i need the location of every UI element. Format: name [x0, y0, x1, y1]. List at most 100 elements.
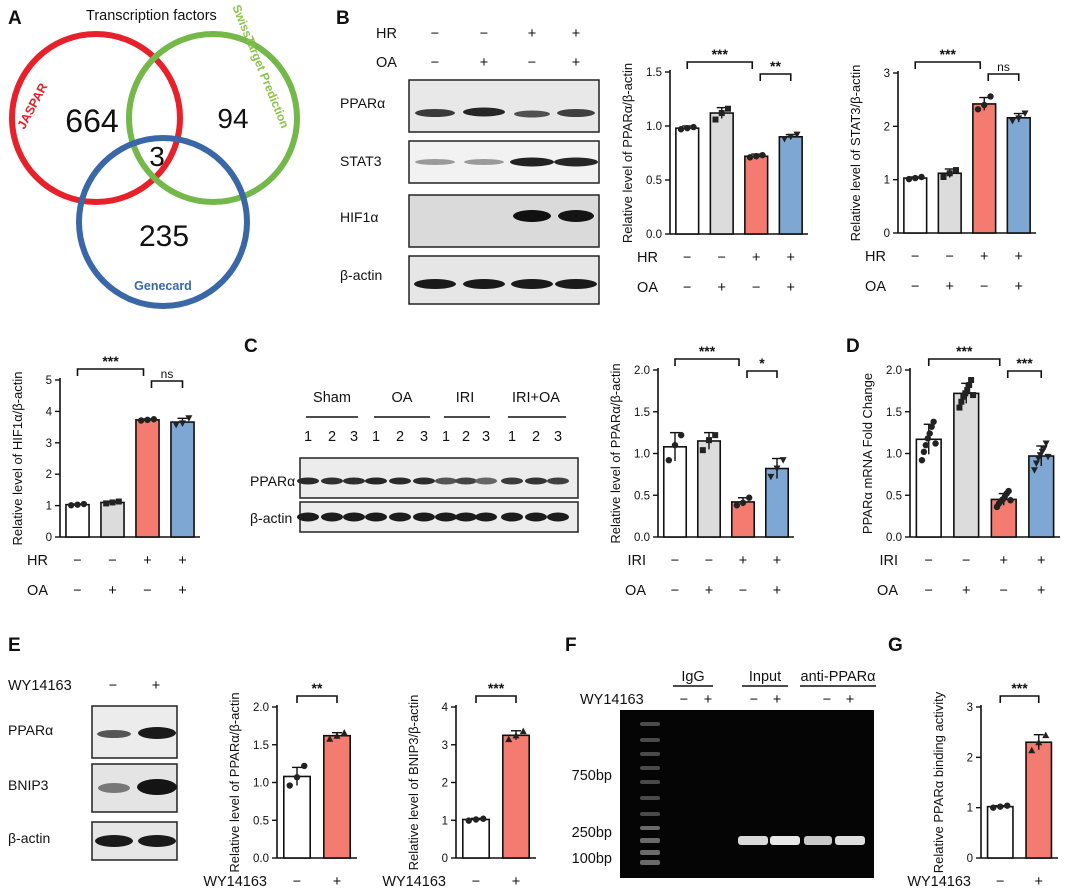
blot-b-band: [513, 210, 551, 222]
venn-count-jaspar: 664: [65, 103, 118, 139]
blot-c-band-ppara: [297, 477, 319, 485]
data-point: [472, 816, 480, 823]
data-point: [340, 729, 348, 736]
y-tick-label: 1.0: [646, 121, 662, 133]
data-point: [137, 417, 145, 424]
data-point: [920, 448, 928, 456]
y-tick-label: 3: [46, 438, 52, 450]
y-tick-label: 0.5: [253, 815, 269, 827]
bar: [675, 127, 700, 235]
condition-sign: −: [73, 583, 81, 599]
blot-b-band: [415, 109, 455, 117]
panel-label-d: D: [846, 336, 860, 357]
data-point: [918, 456, 926, 464]
condition-sign: +: [773, 583, 781, 599]
blot-b-band: [554, 157, 598, 167]
condition-label: WY14163: [907, 874, 971, 890]
blot-c-lane-number: 3: [420, 429, 428, 445]
gel-ladder-band: [640, 766, 660, 770]
blot-c-lane-number: 3: [350, 429, 358, 445]
blot-b-band: [510, 157, 554, 167]
significance-label: *: [759, 355, 765, 371]
blot-c-band-actin: [455, 512, 477, 522]
gel-treatment-label: WY14163: [580, 692, 644, 708]
blot-b-band: [464, 159, 504, 165]
y-axis-label: Relative level of PPARα/β-actin: [608, 363, 623, 543]
blot-c-band-ppara: [547, 477, 569, 485]
panel-label-b: B: [336, 8, 350, 29]
blot-c-lane-number: 2: [532, 429, 540, 445]
condition-sign: +: [178, 553, 186, 569]
data-point: [1004, 802, 1011, 809]
data-point: [759, 151, 766, 159]
bar: [953, 392, 980, 538]
significance-bracket: [927, 358, 1001, 366]
gel-group-igg: IgG: [681, 669, 704, 685]
data-point: [987, 93, 994, 100]
gel-marker-750: 750bp: [572, 768, 612, 784]
blot-c-band-ppara: [389, 477, 411, 485]
data-point: [953, 167, 960, 174]
significance-label: ***: [940, 46, 957, 62]
y-tick-label: 0: [967, 853, 973, 865]
blot-c-band-ppara: [475, 477, 497, 485]
gel-marker-100: 100bp: [572, 851, 612, 867]
condition-sign: +: [752, 250, 760, 266]
y-tick-label: 0.5: [634, 490, 650, 502]
bar: [65, 503, 90, 538]
data-point: [932, 440, 939, 447]
blot-c-group-iri-oa: IRI+OA: [512, 390, 560, 406]
data-point: [970, 392, 977, 399]
significance-bracket: [686, 61, 754, 69]
data-point: [924, 435, 931, 442]
data-point: [286, 782, 293, 789]
gel-lane-sign: +: [704, 692, 712, 708]
significance-bracket: [1006, 370, 1043, 378]
blot-b-band: [415, 159, 455, 165]
data-point: [940, 174, 947, 180]
condition-sign: −: [1000, 583, 1008, 599]
condition-sign: −: [739, 583, 747, 599]
blot-b-hr-lane1: −: [431, 26, 439, 42]
y-tick-label: 1.5: [253, 740, 269, 752]
y-tick-label: 0.0: [634, 532, 650, 544]
blot-c-band-ppara: [455, 477, 477, 485]
venn-circle-genecard: [76, 135, 250, 309]
gel-ladder-band: [640, 722, 660, 726]
y-tick-label: 0.5: [646, 175, 662, 187]
bar: [972, 103, 997, 234]
condition-sign: +: [333, 874, 341, 890]
condition-sign: −: [472, 874, 480, 890]
data-point: [718, 110, 725, 117]
data-point: [928, 423, 935, 430]
data-point: [918, 173, 925, 181]
condition-sign: −: [705, 553, 713, 569]
bar: [937, 172, 962, 234]
blot-b-label-actin: β-actin: [340, 267, 382, 283]
blot-b-cond-hr: HR: [376, 26, 397, 42]
gel-ladder-band: [640, 796, 660, 800]
venn-count-swisstarget: 94: [217, 103, 248, 134]
condition-label: IRI: [879, 553, 898, 569]
data-point: [690, 123, 697, 131]
panel-a: A Transcription factors JASPAR SwissTarg…: [8, 3, 300, 309]
gel-ladder-band: [640, 738, 660, 742]
gel-lane-sign: −: [823, 692, 831, 708]
gel-group-input: Input: [749, 669, 781, 685]
blot-b-hr-lane3: +: [528, 26, 536, 42]
data-point: [767, 473, 775, 481]
data-point: [712, 116, 719, 123]
data-point: [990, 804, 997, 811]
condition-sign: −: [683, 250, 691, 266]
blot-c-band-actin: [475, 512, 497, 522]
data-point: [333, 732, 341, 739]
data-point: [981, 101, 988, 109]
panel-b-blot: B HR OA − − + + − + − + PPARα STAT3 HIF1…: [336, 8, 600, 305]
condition-sign: −: [996, 874, 1004, 890]
gel-lane-sign: −: [680, 692, 688, 708]
bar: [1006, 117, 1031, 234]
condition-sign: −: [962, 553, 970, 569]
data-point: [926, 430, 933, 437]
